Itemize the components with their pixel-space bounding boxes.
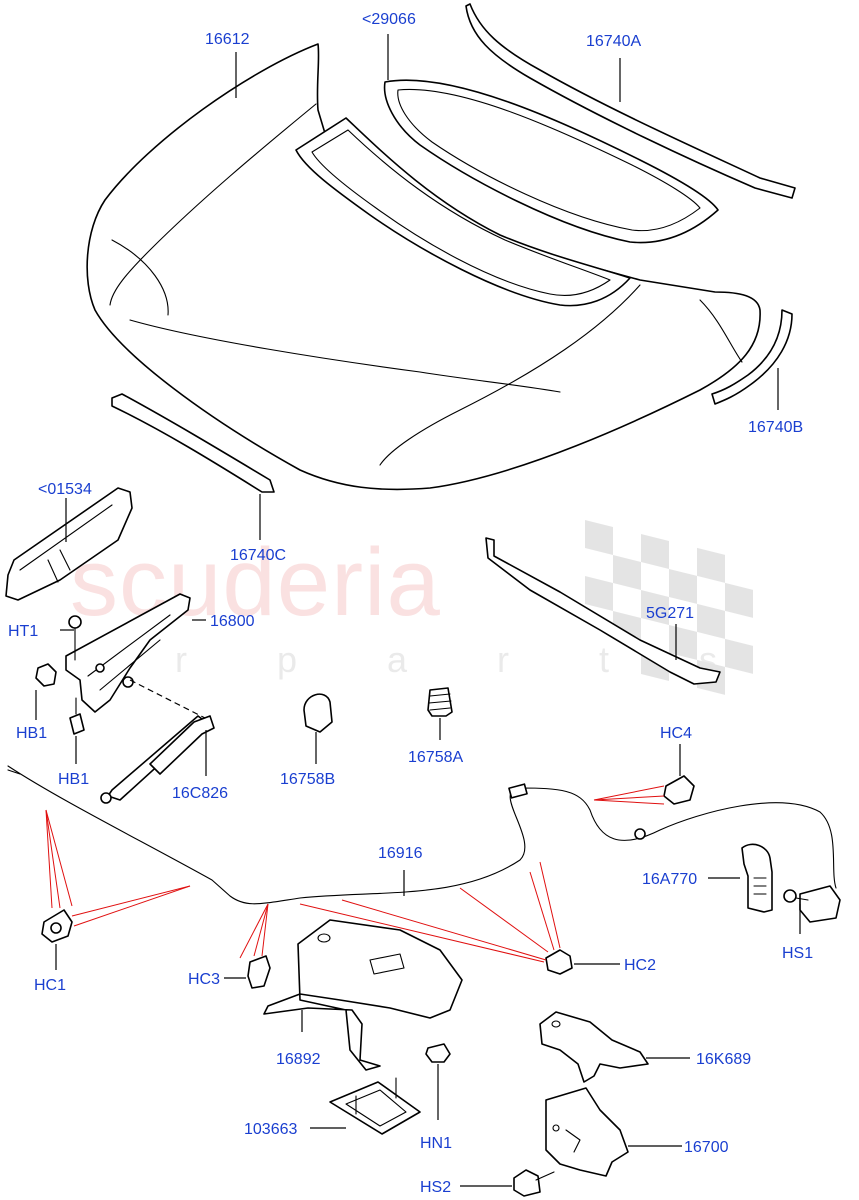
cable-clip-hc4 bbox=[663, 775, 695, 805]
label-hood-latch: 16700 bbox=[684, 1139, 729, 1156]
label-release-cable: 16916 bbox=[378, 845, 423, 862]
label-cable-clip-hc3: HC3 bbox=[188, 971, 220, 988]
bumper-b bbox=[427, 687, 453, 717]
cable-clip-hc1 bbox=[41, 909, 73, 943]
pad-103663 bbox=[329, 1077, 421, 1135]
watermark-checker bbox=[585, 520, 753, 695]
hood-latch bbox=[545, 1087, 629, 1177]
label-hinge-nut: HT1 bbox=[8, 623, 38, 640]
label-cable-clip-hc2: HC2 bbox=[624, 957, 656, 974]
label-hinge-bolt-a: HB1 bbox=[16, 725, 47, 742]
label-cable-clip-hc4: HC4 bbox=[660, 725, 692, 742]
label-cable-clip-hc1: HC1 bbox=[34, 977, 66, 994]
seal-right bbox=[711, 309, 793, 405]
label-hood-insulator: <29066 bbox=[362, 11, 416, 28]
hinge bbox=[35, 593, 206, 735]
bracket-5g271 bbox=[485, 537, 721, 685]
label-latch-screw: HS2 bbox=[420, 1179, 451, 1196]
hinge-nut bbox=[68, 615, 82, 629]
watermark-brand: scuderia bbox=[70, 529, 441, 636]
hinge-bolt-b bbox=[69, 713, 85, 735]
release-handle bbox=[741, 843, 841, 923]
label-seal-left: 16740C bbox=[230, 547, 286, 564]
label-bumper-b: 16758A bbox=[408, 749, 463, 766]
latch-bracket bbox=[263, 919, 463, 1071]
seal-left bbox=[111, 393, 275, 493]
seal-rear bbox=[465, 3, 796, 199]
latch-cover bbox=[539, 1011, 649, 1083]
label-bumper-a: 16758B bbox=[280, 771, 335, 788]
label-bracket-5g271: 5G271 bbox=[646, 605, 694, 622]
label-hood-panel: 16612 bbox=[205, 31, 250, 48]
label-hinge: 16800 bbox=[210, 613, 255, 630]
gas-strut bbox=[100, 715, 215, 804]
label-pad-103663: 103663 bbox=[244, 1121, 297, 1138]
label-hinge-bolt-b: HB1 bbox=[58, 771, 89, 788]
handle-screw bbox=[783, 889, 809, 903]
label-gas-strut: 16C826 bbox=[172, 785, 228, 802]
hood-panel bbox=[86, 43, 761, 491]
latch-nut bbox=[425, 1043, 451, 1063]
label-seal-right: 16740B bbox=[748, 419, 803, 436]
label-release-handle: 16A770 bbox=[642, 871, 697, 888]
label-hinge-cover: <01534 bbox=[38, 481, 92, 498]
label-latch-bracket: 16892 bbox=[276, 1051, 321, 1068]
hinge-bolt-a bbox=[35, 663, 57, 687]
release-cable bbox=[7, 765, 837, 905]
label-seal-rear: 16740A bbox=[586, 33, 641, 50]
cable-clip-hc3 bbox=[247, 955, 271, 989]
bumper-a bbox=[303, 693, 333, 733]
label-latch-cover: 16K689 bbox=[696, 1051, 751, 1068]
cable-clip-hc2 bbox=[545, 949, 573, 975]
label-handle-screw: HS1 bbox=[782, 945, 813, 962]
latch-screw bbox=[513, 1169, 555, 1197]
label-latch-nut: HN1 bbox=[420, 1135, 452, 1152]
